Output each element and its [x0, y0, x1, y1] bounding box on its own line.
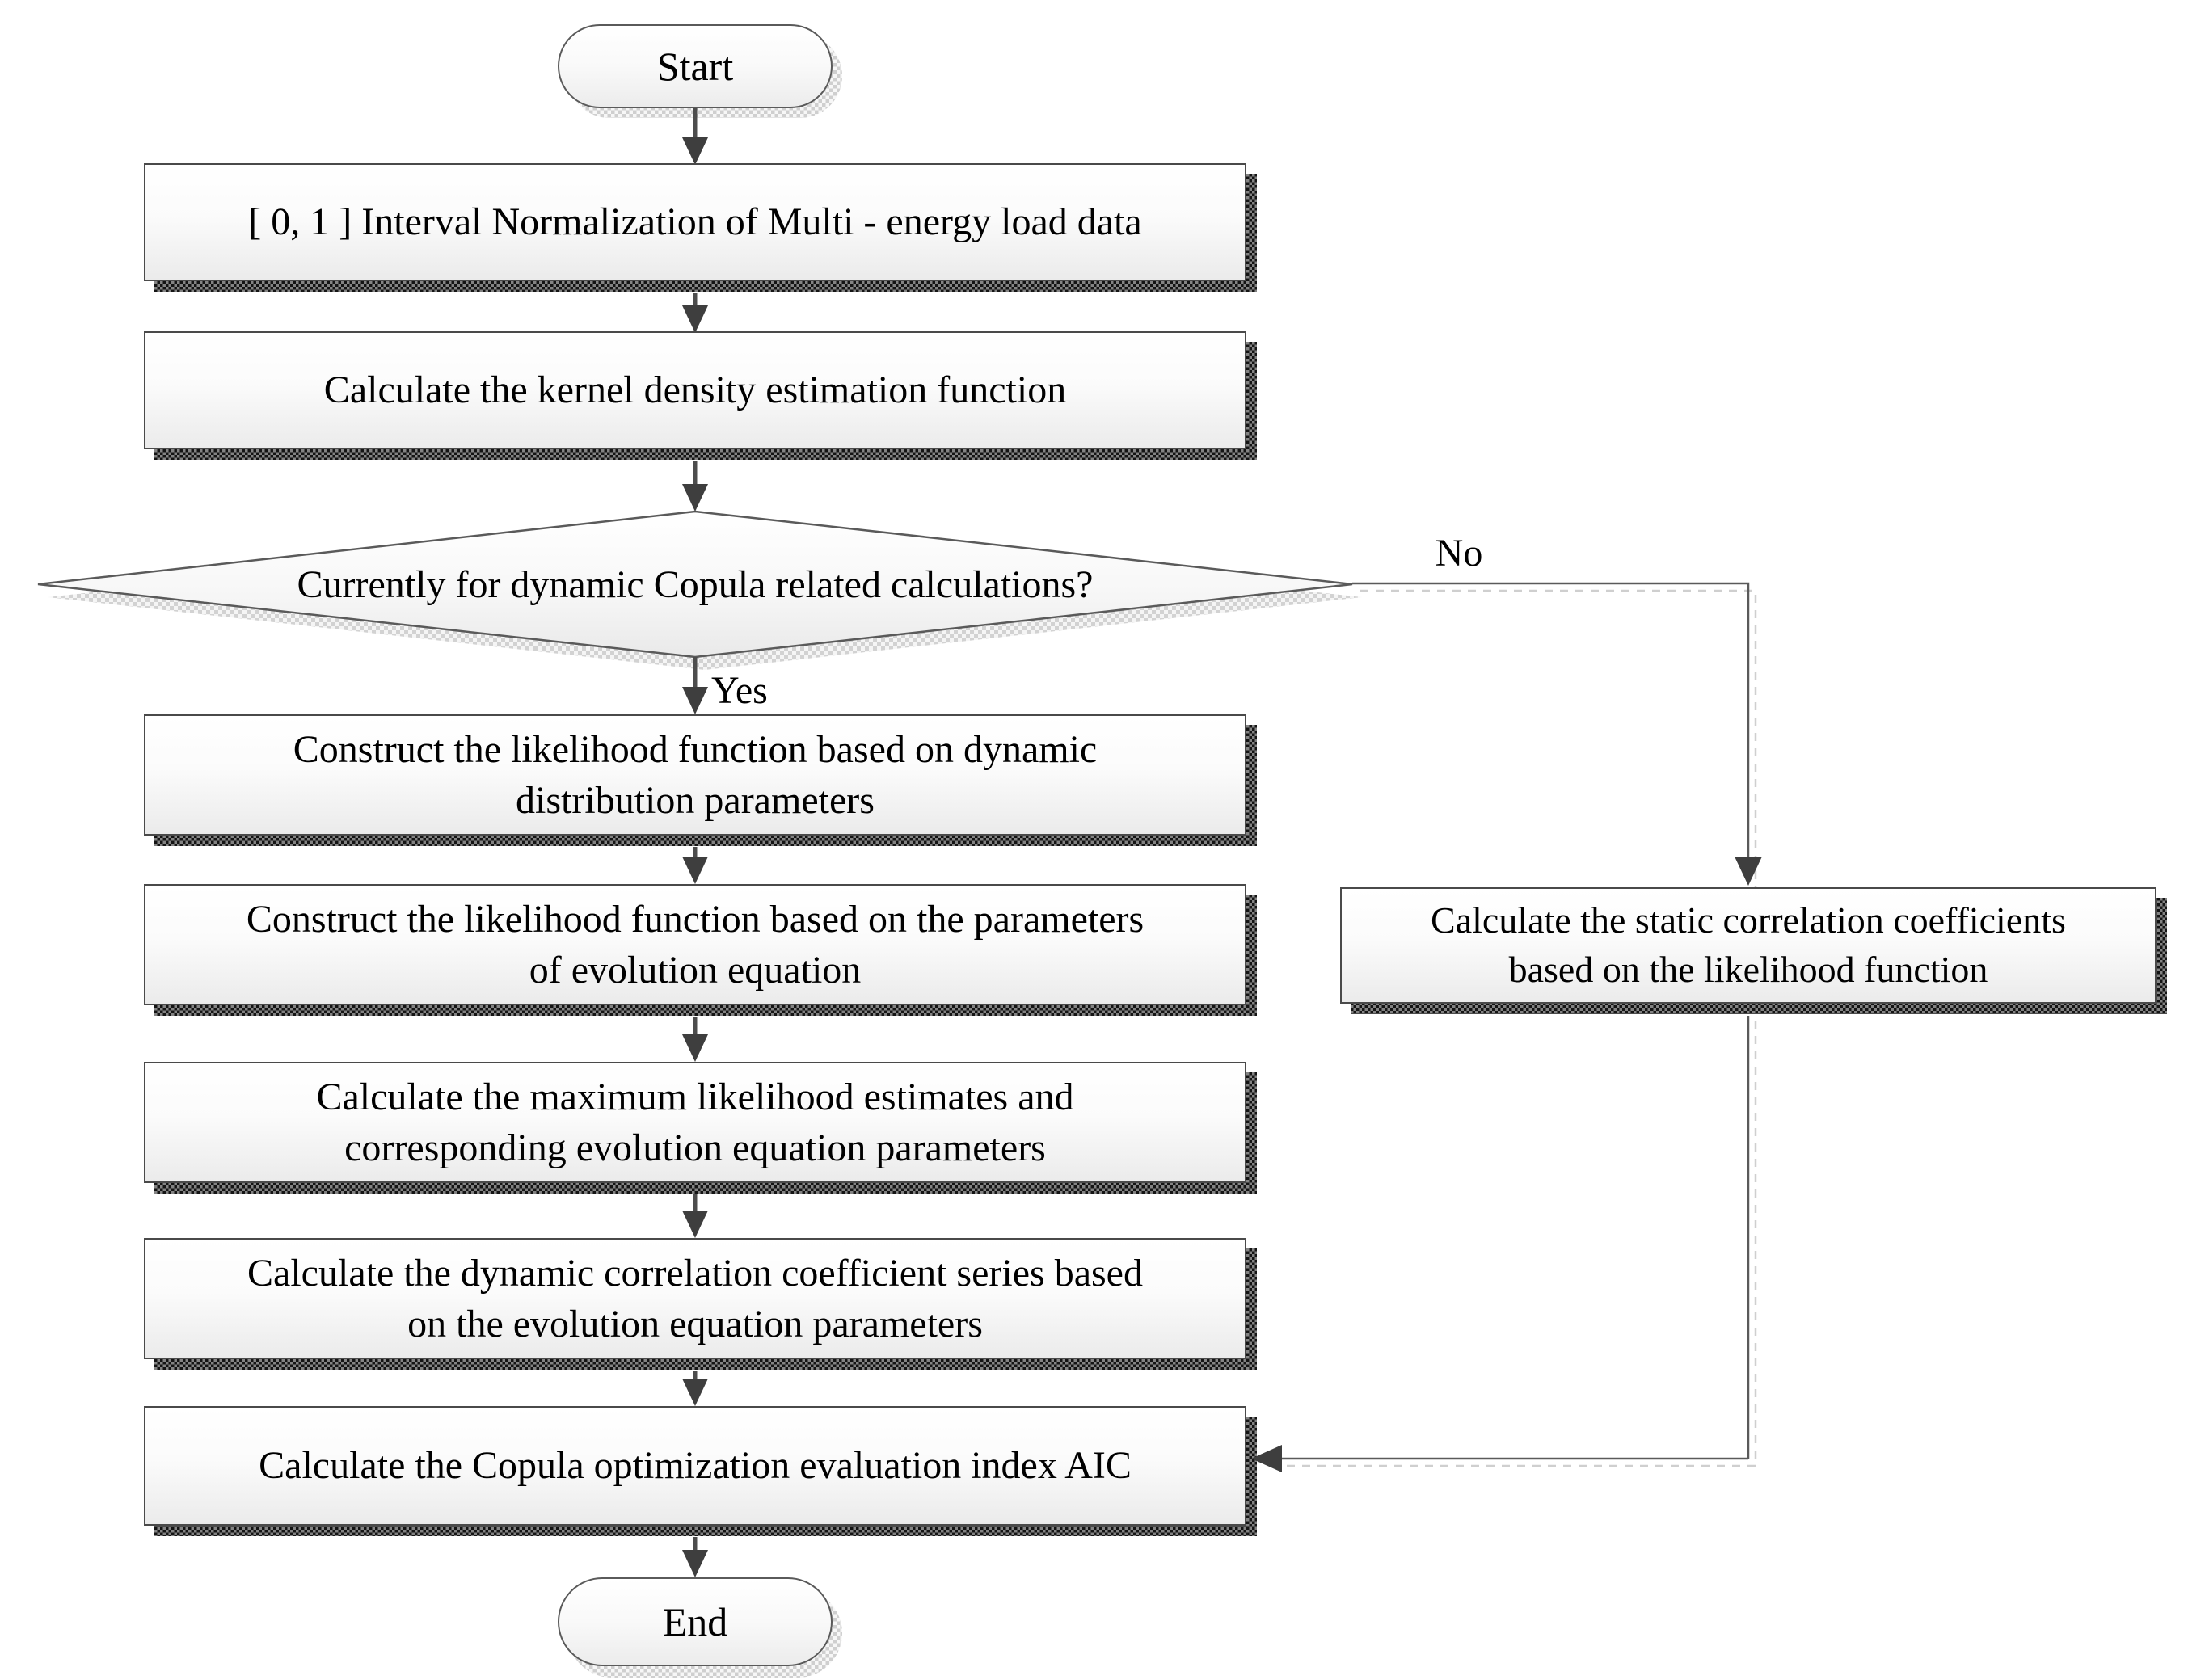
dynamic-copula-decision: Currently for dynamic Copula related cal…: [202, 544, 1188, 625]
likelihood-evolution-label: Construct the likelihood function based …: [246, 897, 1145, 992]
no-edge-label: No: [1398, 527, 1520, 579]
end-label: End: [662, 1599, 728, 1644]
likelihood-evolution-step: Construct the likelihood function based …: [144, 884, 1246, 1005]
aic-step: Calculate the Copula optimization evalua…: [144, 1406, 1246, 1526]
start-node: Start: [558, 24, 833, 108]
normalize-step: [ 0, 1 ] Interval Normalization of Multi…: [144, 163, 1246, 281]
static-correlation-step: Calculate the static correlation coeffic…: [1340, 887, 2156, 1004]
normalize-label: [ 0, 1 ] Interval Normalization of Multi…: [248, 200, 1142, 244]
start-label: Start: [656, 44, 734, 89]
end-node: End: [558, 1577, 833, 1666]
dynamic-correlation-label: Calculate the dynamic correlation coeffi…: [247, 1251, 1143, 1345]
yes-label: Yes: [711, 668, 768, 712]
aic-label: Calculate the Copula optimization evalua…: [259, 1444, 1132, 1488]
max-likelihood-step: Calculate the maximum likelihood estimat…: [144, 1062, 1246, 1183]
dynamic-correlation-step: Calculate the dynamic correlation coeffi…: [144, 1238, 1246, 1359]
likelihood-dynamic-step: Construct the likelihood function based …: [144, 714, 1246, 836]
kernel-density-step: Calculate the kernel density estimation …: [144, 331, 1246, 449]
max-likelihood-label: Calculate the maximum likelihood estimat…: [316, 1075, 1074, 1169]
likelihood-dynamic-label: Construct the likelihood function based …: [293, 727, 1098, 822]
no-label: No: [1435, 531, 1483, 575]
yes-edge-label: Yes: [711, 664, 841, 716]
decision-label: Currently for dynamic Copula related cal…: [297, 562, 1094, 606]
kernel-density-label: Calculate the kernel density estimation …: [323, 368, 1067, 412]
static-correlation-label: Calculate the static correlation coeffic…: [1431, 899, 2066, 990]
